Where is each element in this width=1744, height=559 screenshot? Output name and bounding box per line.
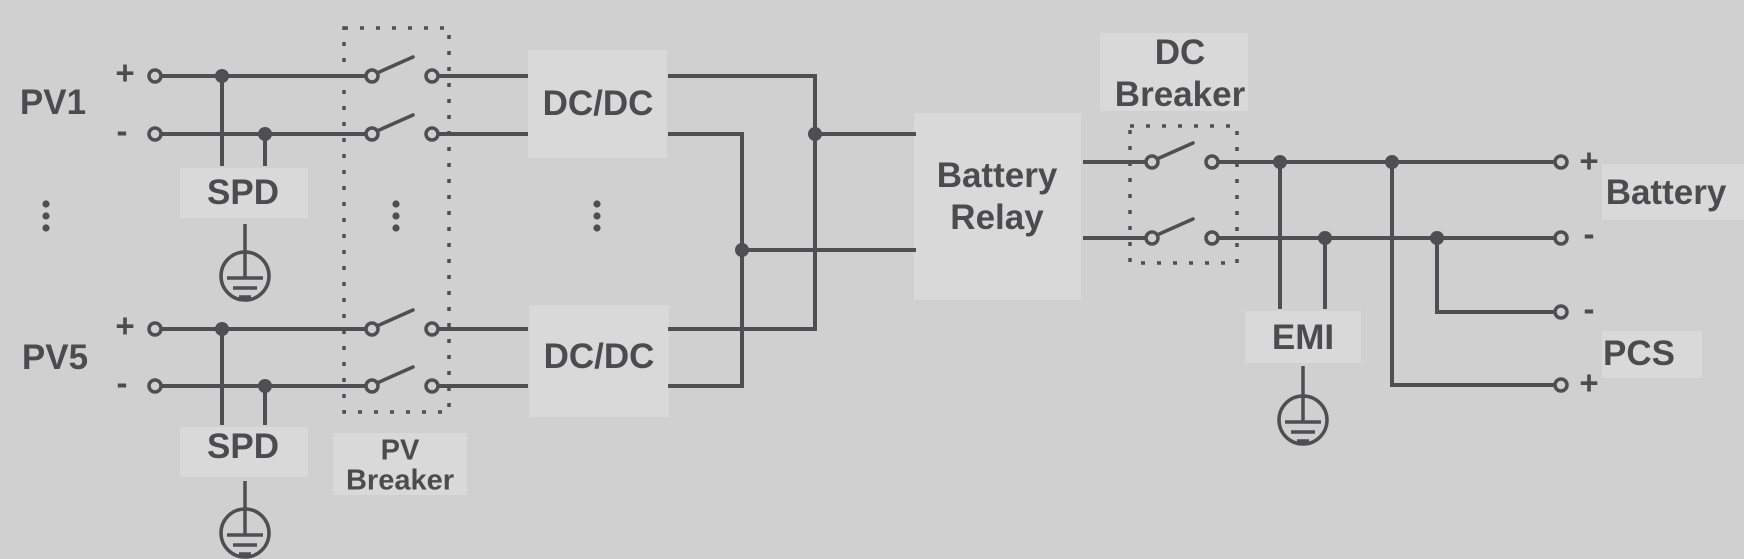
dcdc-bottom-label: DC/DC — [543, 337, 655, 376]
battery-plus-sign: + — [1579, 142, 1599, 180]
dcdc-bottom-box — [529, 305, 669, 417]
battery-minus-sign: - — [1583, 215, 1595, 253]
terminal-circles — [147, 68, 1569, 394]
pcs-port-box — [1602, 331, 1702, 378]
spd-top-box — [180, 168, 308, 218]
pv-breaker-label: PV Breaker — [345, 434, 455, 497]
pv5-minus-sign: - — [116, 364, 128, 402]
dc-breaker-line1: DC — [1154, 33, 1206, 72]
pv-breaker-line2: Breaker — [345, 465, 455, 497]
spd-bottom-box — [180, 427, 308, 477]
ground-icon-emi — [1277, 366, 1329, 446]
pcs-port-label: PCS — [1603, 334, 1675, 373]
dc-breaker-label-box — [1100, 33, 1248, 111]
battery-port-label: Battery — [1605, 173, 1727, 212]
switch-contact-circles — [364, 68, 1220, 394]
pv-breaker-line1: PV — [380, 434, 420, 467]
emi-box — [1245, 311, 1361, 363]
pv5-plus-sign: + — [115, 307, 135, 345]
spd-bottom-label: SPD — [207, 427, 279, 466]
pv5-label: PV5 — [21, 338, 89, 377]
junction-dots — [215, 69, 1444, 393]
pv1-minus-sign: - — [116, 112, 128, 150]
dc-breaker-line2: Breaker — [1114, 75, 1246, 114]
pcs-minus-sign: - — [1583, 290, 1595, 328]
pv-breaker-label-box — [333, 433, 467, 495]
dc-breaker-label: DC Breaker — [1115, 32, 1245, 116]
battery-relay-line1: Battery — [936, 156, 1058, 195]
pv1-wires — [161, 74, 528, 166]
vertical-ellipsis-icons — [42, 200, 601, 232]
dcdc-top-box — [528, 50, 667, 158]
pcs-plus-sign: + — [1579, 364, 1599, 402]
battery-port-box — [1602, 164, 1744, 220]
battery-relay-box — [914, 113, 1081, 300]
dc-breaker-switch-icons — [1155, 141, 1195, 237]
ground-icon-spd-bottom — [219, 481, 271, 559]
pv-breaker-dashed-box — [342, 26, 451, 414]
pv1-plus-sign: + — [115, 54, 135, 92]
pv-breaker-switch-icons — [375, 55, 415, 385]
pv1-label: PV1 — [19, 83, 87, 122]
dcdc-top-label: DC/DC — [542, 84, 654, 123]
battery-relay-line2: Relay — [950, 198, 1044, 237]
dc-breaker-dashed-box — [1128, 124, 1239, 265]
ground-icon-spd-top — [219, 224, 271, 302]
spd-top-label: SPD — [207, 173, 279, 212]
battery-relay-label: Battery Relay — [937, 155, 1058, 239]
dcdc-bus-wires — [668, 74, 916, 388]
emi-label: EMI — [1271, 318, 1335, 357]
